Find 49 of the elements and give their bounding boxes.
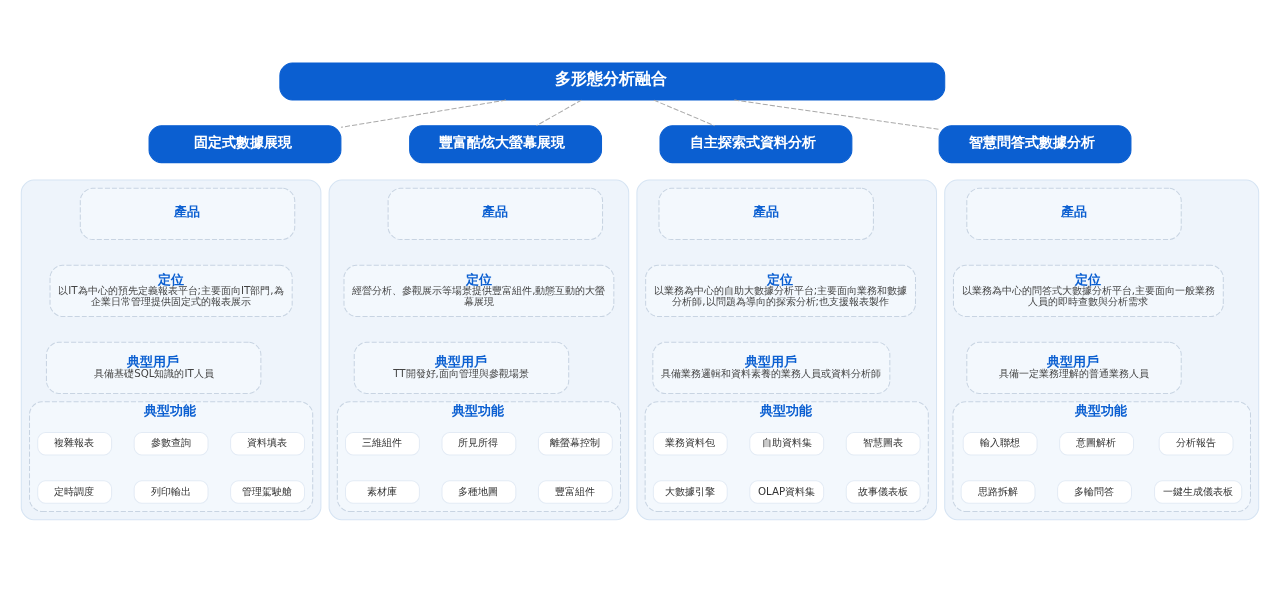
cluster [944, 179, 1260, 521]
node-box: 定位 以IT為中心的預先定義報表平台;主要面向IT部門,為企業日常管理提供固定式的報表展示 [49, 264, 293, 318]
node-box: 離螢幕控制 [537, 431, 613, 456]
node-box: 列印輸出 [133, 480, 209, 504]
node-box: 意圖解析 [1059, 431, 1135, 456]
node-box: 固定式數據展現 [148, 125, 342, 164]
node-box: 典型用戶 具備一定業務理解的普通業務人員 [966, 341, 1182, 394]
cluster [20, 179, 322, 521]
node-box: 複雜報表 [37, 431, 113, 456]
node-box: 多種地圖 [441, 480, 517, 504]
cluster [636, 179, 938, 521]
node-box: 典型用戶 TT開發好,面向管理與參觀場景 [353, 341, 570, 394]
node-box: 產品 [387, 187, 604, 241]
node-box: 智慧問答式數據分析 [938, 125, 1132, 164]
connector [733, 99, 940, 130]
node-box: 資料填表 [230, 431, 305, 456]
node-box: 思路拆解 [960, 480, 1036, 504]
node-box: 定位 經營分析、參觀展示等場景提供豐富組件,動態互動的大螢幕展現 [343, 264, 615, 318]
node-box: 定時調度 [37, 480, 113, 504]
cluster [328, 179, 630, 521]
connector [340, 99, 507, 128]
node-box: 輸入聯想 [962, 431, 1038, 456]
node-box: OLAP資料集 [749, 480, 825, 504]
node-box: 典型用戶 具備基礎SQL知識的IT人員 [45, 341, 262, 394]
node-box: 大數據引擎 [652, 480, 728, 504]
node-box: 業務資料包 [652, 431, 728, 456]
node-box: 自主探索式資料分析 [659, 125, 853, 164]
node-box: 一鍵生成儀表板 [1154, 480, 1243, 504]
connector [535, 99, 582, 127]
node-box: 豐富組件 [537, 480, 613, 504]
node-box: 所見所得 [441, 431, 517, 456]
node-box: 參數查詢 [133, 431, 209, 456]
node-box: 產品 [966, 187, 1182, 241]
node-box: 定位 以業務為中心的問答式大數據分析平台,主要面向一般業務人員的即時查數與分析需求 [952, 264, 1224, 318]
node-box: 素材庫 [345, 480, 420, 504]
node-box: 產品 [79, 187, 296, 241]
node-box: 多形態分析融合 [279, 62, 946, 101]
node-box: 智慧圖表 [845, 431, 921, 456]
node-box: 產品 [658, 187, 874, 241]
node-box: 豐富酷炫大螢幕展現 [409, 125, 603, 164]
node-box: 典型用戶 具備業務邏輯和資料素養的業務人員或資料分析師 [652, 341, 891, 394]
node-box: 多輪問答 [1057, 480, 1132, 504]
node-box: 三維組件 [345, 431, 420, 456]
connector [653, 99, 715, 127]
node-box: 定位 以業務為中心的自助大數據分析平台;主要面向業務和數據分析師,以問題為導向的探索分析;也支援報表製作 [645, 264, 916, 318]
node-box: 分析報告 [1158, 431, 1234, 456]
node-box: 管理駕駛艙 [230, 480, 305, 504]
node-box: 故事儀表板 [845, 480, 921, 504]
node-box: 自助資料集 [749, 431, 825, 456]
